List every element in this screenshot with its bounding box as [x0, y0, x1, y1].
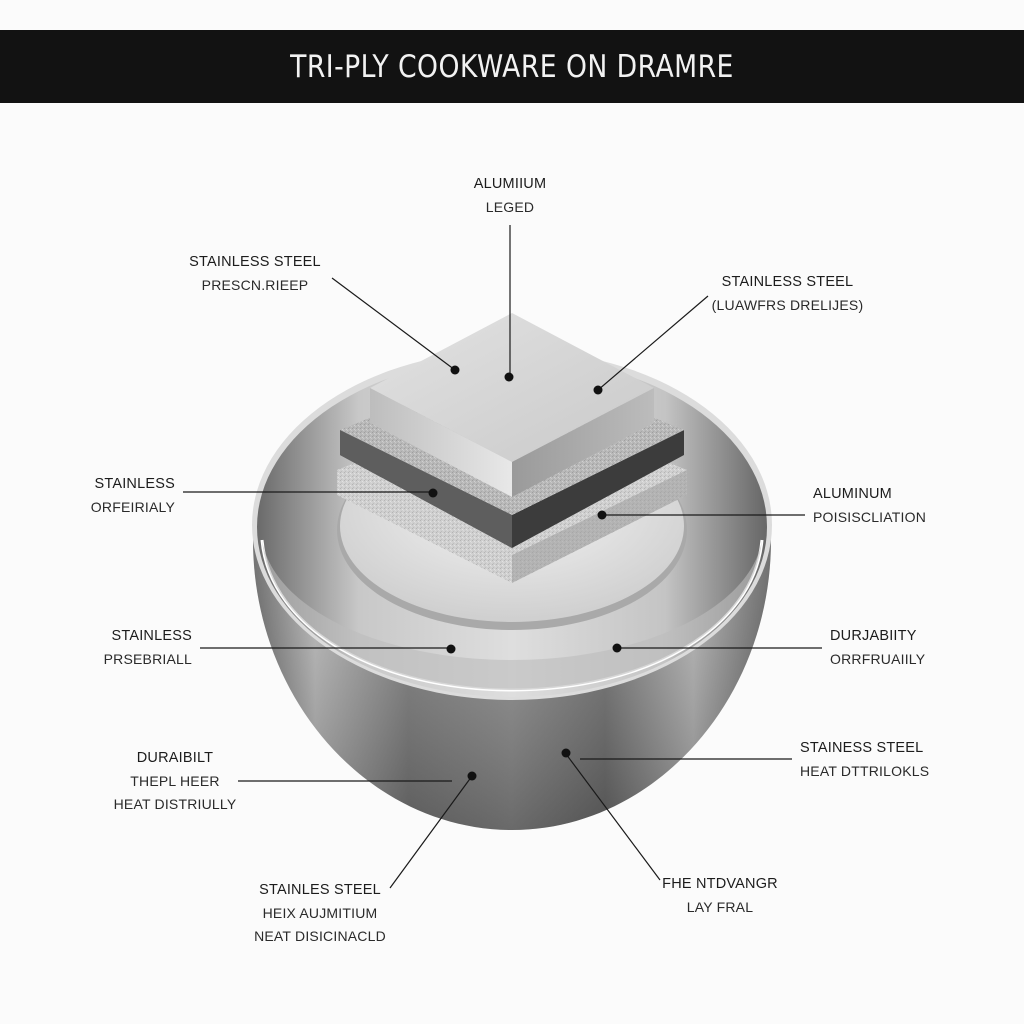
diagram-title: TRI-PLY COOKWARE ON DRAMRE	[290, 48, 734, 85]
label-top-left: STAINLESS STEEL PRESCN.RIEEP	[189, 254, 321, 293]
label-mid-left: STAINLESS ORFEIRIALY	[90, 476, 175, 515]
callout-dot	[597, 510, 607, 520]
label-rim-right: DURJABIITY ORRFRUAIILY	[830, 628, 926, 667]
label-bottom-right: FHE NTDVANGR LAY FRAL	[662, 876, 778, 915]
label-rim-left: STAINLESS PRSEBRIALL	[103, 628, 192, 667]
callout-dot	[561, 748, 571, 758]
tri-ply-layers	[337, 313, 687, 583]
label-bottom-left: STAINLES STEEL HEIX AUJMITIUM NEAT DISIC…	[254, 882, 386, 944]
leader-lines	[183, 225, 822, 889]
label-top-right: STAINLESS STEEL (LUAWFRS DRELIJES)	[711, 274, 864, 313]
callout-dot	[593, 385, 603, 395]
label-lower-left: DURAIBILT THEPL HEER HEAT DISTRIULLY	[113, 750, 237, 812]
label-lower-right: STAINESS STEEL HEAT DTTRILOKLS	[800, 740, 930, 779]
label-mid-right: ALUMINUM POISISCLIATION	[813, 486, 927, 525]
callout-dot	[612, 643, 622, 653]
callout-dot	[504, 372, 514, 382]
label-top-center: ALUMIIUM LEGED	[473, 176, 547, 215]
callout-dot	[428, 488, 438, 498]
callout-dot	[450, 365, 460, 375]
callout-dot	[467, 771, 477, 781]
callout-dot	[446, 644, 456, 654]
title-bar: TRI-PLY COOKWARE ON DRAMRE	[0, 30, 1024, 103]
callout-dots	[428, 365, 622, 781]
